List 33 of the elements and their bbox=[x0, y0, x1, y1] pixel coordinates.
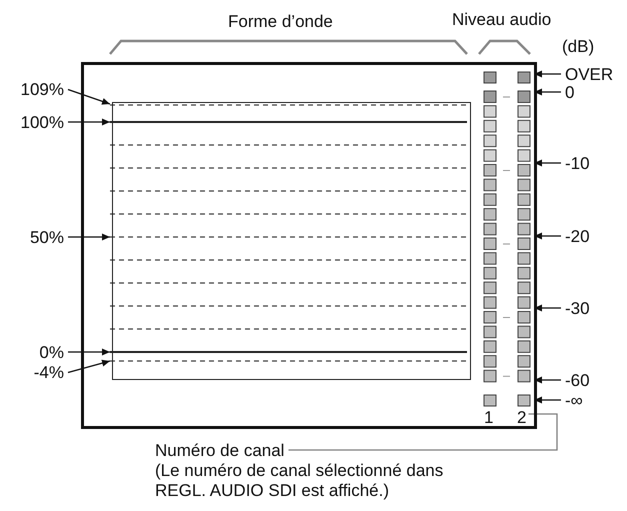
leader-line bbox=[534, 70, 561, 78]
db-label: -∞ bbox=[565, 392, 583, 409]
leader-line bbox=[68, 234, 110, 240]
db-label: -30 bbox=[565, 300, 590, 317]
db-label: OVER bbox=[565, 66, 614, 83]
leader-line bbox=[68, 348, 110, 356]
channel-number: 1 bbox=[484, 409, 494, 426]
callout-note: (Le numéro de canal sélectionné dans REGL. AUDIO SDI est affiché.) bbox=[155, 461, 444, 501]
section-title: Niveau audio bbox=[452, 11, 552, 28]
section-title: Forme d’onde bbox=[228, 13, 333, 30]
leader-line bbox=[534, 232, 561, 240]
db-label: -60 bbox=[565, 372, 590, 389]
leader-line bbox=[534, 304, 561, 312]
scale-label: 50% bbox=[30, 229, 64, 246]
db-label: -10 bbox=[565, 155, 590, 172]
channel-number: 2 bbox=[517, 409, 526, 426]
unit-label: (dB) bbox=[562, 38, 594, 55]
callout-heading: Numéro de canal bbox=[155, 442, 284, 459]
leader-line bbox=[534, 396, 561, 404]
db-label: -20 bbox=[565, 228, 590, 245]
monitor-screen bbox=[81, 62, 537, 429]
audio-meter-drawing bbox=[483, 71, 532, 407]
scale-label: 109% bbox=[20, 81, 64, 98]
leader-line bbox=[534, 88, 561, 96]
scale-label: 0% bbox=[39, 344, 64, 361]
leader-line bbox=[288, 413, 558, 451]
leader-line bbox=[534, 160, 561, 166]
scale-label: 100% bbox=[20, 114, 64, 131]
leader-line bbox=[68, 118, 110, 126]
scale-label: -4% bbox=[34, 364, 64, 381]
db-label: 0 bbox=[565, 84, 574, 101]
leader-line bbox=[68, 360, 110, 374]
leader-line bbox=[534, 376, 561, 384]
